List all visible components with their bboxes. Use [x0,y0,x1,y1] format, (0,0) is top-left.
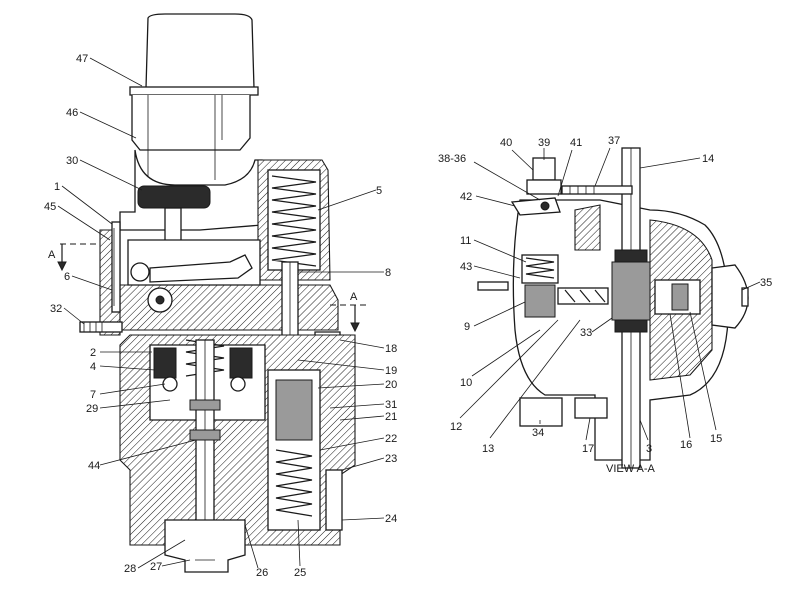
callout-6: 6 [64,271,70,283]
solenoid-cover [145,13,255,89]
callout-24: 24 [385,513,397,525]
callout-7: 7 [90,389,96,401]
callout-30: 30 [66,155,78,167]
section-mark-right: A [350,291,358,303]
callout-40: 40 [500,137,512,149]
callout-33: 33 [580,327,592,339]
return-spring [525,257,555,279]
piston-spring [275,449,313,517]
mounting-bolt [325,469,343,531]
callout-28: 28 [124,563,136,575]
callout-32: 32 [50,303,62,315]
lower-fitting [574,397,608,419]
control-valve [524,284,556,318]
mounting-plate [129,86,259,96]
callout-18: 18 [385,343,397,355]
callout-17: 17 [582,443,594,455]
callout-37: 37 [608,135,620,147]
callout-11: 11 [460,235,471,247]
callout-14: 14 [702,153,714,165]
pump-base [164,519,246,573]
tension-screw [561,185,633,195]
callout-45: 45 [44,201,56,213]
callout-2: 2 [90,347,96,359]
callout-15: 15 [710,433,722,445]
callout-8: 8 [385,267,391,279]
callout-5: 5 [376,185,382,197]
leader-lines [57,57,761,569]
drain-fitting [519,397,563,427]
callout-38-36: 38-36 [438,153,466,165]
callout-31: 31 [385,399,397,411]
callout-27: 27 [150,561,162,573]
section-mark-left: A [48,249,56,261]
callout-22: 22 [385,433,397,445]
callout-46: 46 [66,107,78,119]
adjustment-screw [79,321,123,333]
callout-26: 26 [256,567,268,579]
callout-1: 1 [54,181,60,193]
callout-35: 35 [760,277,772,289]
left-sectional-view [57,13,370,573]
adjusting-knob [137,185,211,209]
callout-39: 39 [538,137,550,149]
callout-29: 29 [86,403,98,415]
governor-spring [271,175,317,267]
side-bolt [477,281,509,291]
callout-43: 43 [460,261,472,273]
callout-13: 13 [482,443,494,455]
callout-10: 10 [460,377,472,389]
callout-12: 12 [450,421,462,433]
callout-labels: 47 46 30 1 45 A 6 32 2 4 7 29 44 28 27 2… [44,53,772,579]
lever-arm [510,197,561,216]
callout-23: 23 [385,453,397,465]
flyweight-right [229,347,253,379]
callout-9: 9 [464,321,470,333]
callout-47: 47 [76,53,88,65]
cap-screw [532,157,556,181]
callout-19: 19 [385,365,397,377]
view-a-a [477,147,749,469]
governor-lever [149,254,253,283]
callout-3: 3 [646,443,652,455]
callout-4: 4 [90,361,96,373]
callout-34: 34 [532,427,544,439]
valve-spring [185,339,225,377]
stop-shaft [111,221,121,313]
flyweight-left [153,347,177,379]
callout-25: 25 [294,567,306,579]
callout-16: 16 [680,439,692,451]
view-label: VIEW A-A [606,463,656,475]
callout-20: 20 [385,379,397,391]
callout-44: 44 [88,460,100,472]
solenoid-bracket [131,95,251,151]
callout-41: 41 [570,137,582,149]
callout-21: 21 [385,411,397,423]
callout-42: 42 [460,191,472,203]
